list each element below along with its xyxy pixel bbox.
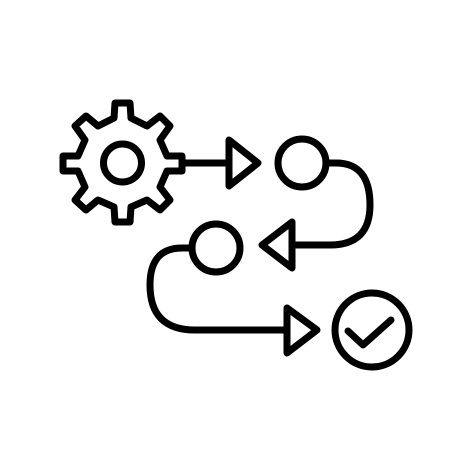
connector-curve [290, 159, 374, 249]
arrow-left-icon [258, 218, 296, 272]
connector-curve [146, 244, 290, 334]
process-node-icon [188, 220, 244, 276]
arrow-right-icon [225, 136, 262, 190]
process-node-icon [274, 135, 330, 191]
arrow-right-icon [283, 304, 321, 357]
gear-icon [59, 99, 186, 226]
check-circle-icon [331, 289, 413, 371]
